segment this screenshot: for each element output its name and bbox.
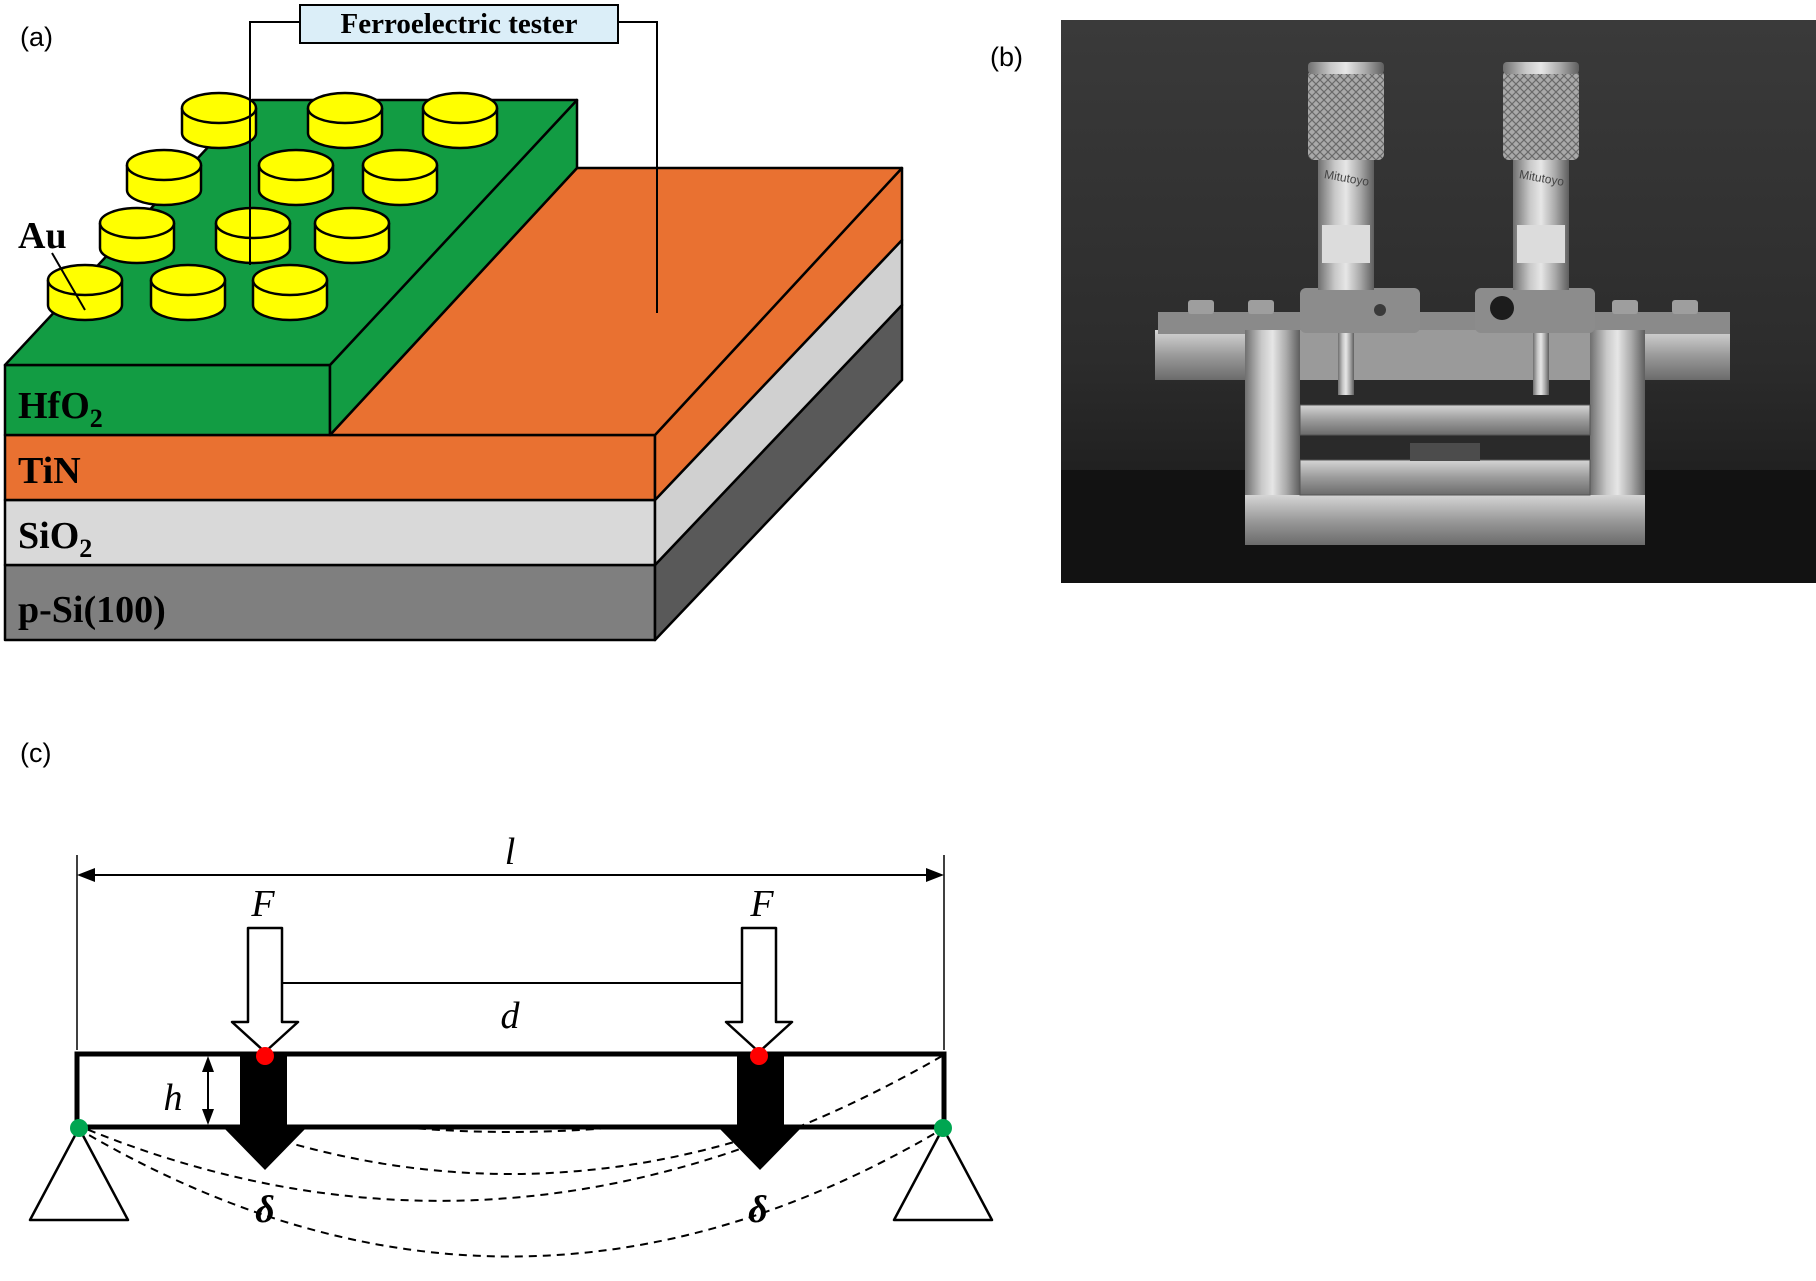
right-spindle — [1533, 320, 1549, 395]
specimen-gap — [1410, 443, 1480, 461]
upper-press-plate — [1299, 404, 1591, 436]
tin-label: TiN — [18, 450, 81, 492]
au-leader-line — [51, 252, 86, 311]
tester-wire-right — [618, 21, 658, 313]
load-point-right — [750, 1047, 768, 1065]
support-left — [28, 1126, 130, 1222]
right-micrometer: Mitutoyo — [1503, 62, 1579, 290]
left-micrometer: Mitutoyo — [1308, 62, 1384, 290]
left-spindle — [1338, 320, 1354, 395]
au-electrode — [46, 263, 124, 322]
au-electrode — [257, 148, 335, 207]
load-block-left — [223, 1054, 307, 1170]
force-arrow-right — [724, 926, 794, 1054]
clamp-bolts — [1188, 300, 1698, 314]
ferroelectric-tester-box — [299, 4, 619, 44]
force-symbol-right: F — [749, 883, 774, 925]
span-arrowhead-left — [77, 868, 95, 882]
ferroelectric-tester-label: Ferroelectric tester — [341, 8, 578, 40]
panel-a: (a) Au Ferroelectr — [3, 4, 904, 642]
au-electrode — [306, 91, 384, 150]
deflection-curve-bottom — [76, 1127, 945, 1258]
au-electrode — [180, 91, 258, 150]
deflection-symbol-right: δ — [748, 1189, 767, 1231]
thickness-arrow-bottom — [202, 1109, 214, 1125]
left-boss-hole — [1374, 304, 1386, 316]
hfo2-label: HfO2 — [18, 385, 103, 433]
au-electrode — [251, 263, 329, 322]
panel-c-label: (c) — [20, 738, 51, 768]
load-block-right — [718, 1054, 802, 1170]
fixture-bottom — [1245, 495, 1645, 545]
span-symbol-l: l — [505, 831, 516, 873]
force-arrow-left — [230, 926, 300, 1054]
load-spacing-symbol-d: d — [501, 995, 521, 1037]
support-right — [892, 1126, 994, 1222]
beam-specimen — [74, 1051, 947, 1130]
panel-c: (c) l d F F h — [20, 738, 994, 1258]
force-symbol-left: F — [250, 883, 275, 925]
layer-psi — [3, 303, 904, 642]
tester-wire-left — [249, 21, 300, 265]
left-boss — [1300, 288, 1420, 333]
au-electrode — [98, 206, 176, 265]
au-label: Au — [18, 215, 67, 257]
au-electrode — [313, 206, 391, 265]
support-point-right — [934, 1119, 952, 1137]
au-electrode — [421, 91, 499, 150]
panel-b-label: (b) — [990, 42, 1023, 72]
deflection-symbol-left: δ — [255, 1189, 274, 1231]
span-arrowhead-right — [926, 868, 944, 882]
panel-a-label: (a) — [20, 22, 53, 52]
thickness-arrow-top — [202, 1056, 214, 1072]
sio2-label: SiO2 — [18, 515, 92, 563]
lower-support-plate — [1299, 459, 1591, 496]
load-point-left — [256, 1047, 274, 1065]
panel-b: (b) — [990, 20, 1816, 583]
thickness-symbol-h: h — [164, 1077, 183, 1119]
psi-label: p-Si(100) — [18, 589, 166, 631]
au-electrode — [149, 263, 227, 322]
au-electrode — [361, 148, 439, 207]
deflection-curve-upper — [78, 1055, 943, 1202]
au-electrodes — [46, 91, 499, 322]
au-electrode — [125, 148, 203, 207]
layer-tin — [3, 166, 904, 502]
right-boss-hex-screw — [1490, 296, 1514, 320]
au-electrode — [214, 206, 292, 265]
support-point-left — [70, 1119, 88, 1137]
